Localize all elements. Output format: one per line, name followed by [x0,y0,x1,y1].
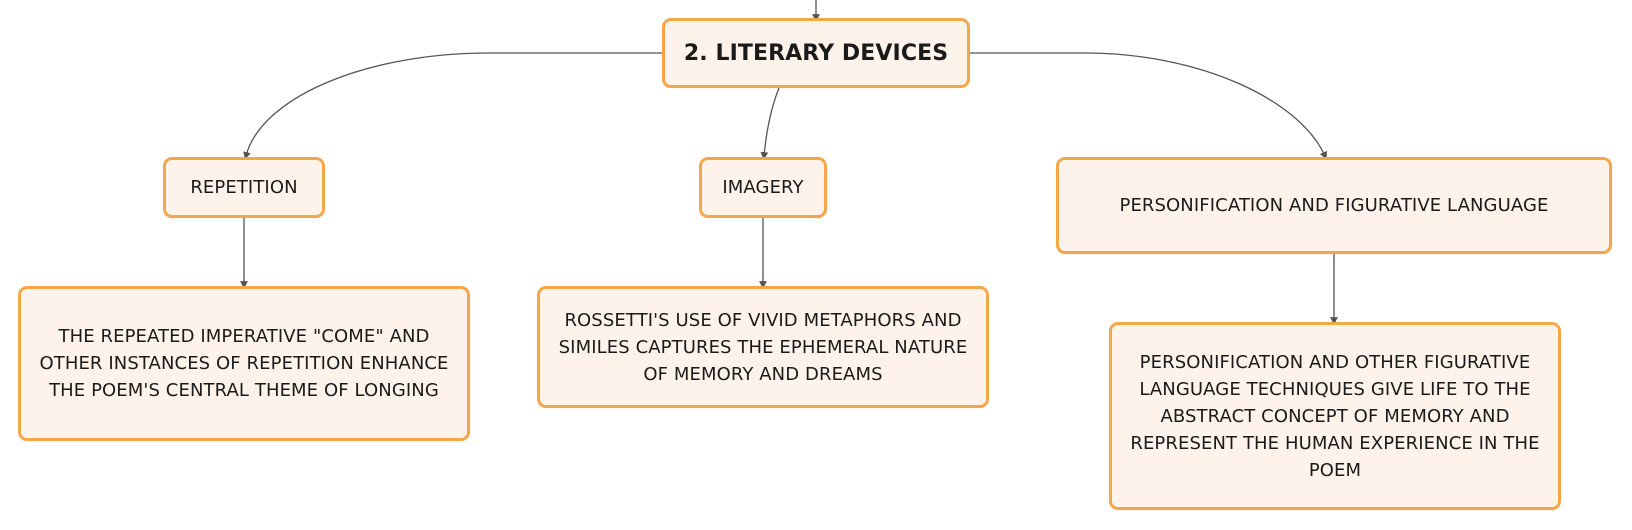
repetition-node[interactable]: REPETITION [163,157,325,218]
repetition-detail-node[interactable]: THE REPEATED IMPERATIVE "COME" AND OTHER… [18,286,470,441]
personification-node[interactable]: PERSONIFICATION AND FIGURATIVE LANGUAGE [1056,157,1612,254]
connector-central-repetition [243,52,662,160]
repetition-detail-text: THE REPEATED IMPERATIVE "COME" AND OTHER… [39,326,449,401]
central-topic-label: 2. LITERARY DEVICES [683,40,949,66]
personification-label: PERSONIFICATION AND FIGURATIVE LANGUAGE [1119,195,1549,216]
imagery-node[interactable]: IMAGERY [699,157,827,218]
connector-central-imagery [760,87,780,160]
repetition-label: REPETITION [190,177,298,198]
central-topic-node[interactable]: 2. LITERARY DEVICES [662,18,970,88]
imagery-detail-node[interactable]: ROSSETTI'S USE OF VIVID METAPHORS AND SI… [537,286,989,408]
connector-central-personification [970,52,1327,160]
personification-detail-text: PERSONIFICATION AND OTHER FIGURATIVE LAN… [1130,351,1540,481]
imagery-label: IMAGERY [722,177,804,198]
imagery-detail-text: ROSSETTI'S USE OF VIVID METAPHORS AND SI… [558,309,968,385]
personification-detail-node[interactable]: PERSONIFICATION AND OTHER FIGURATIVE LAN… [1109,322,1561,510]
